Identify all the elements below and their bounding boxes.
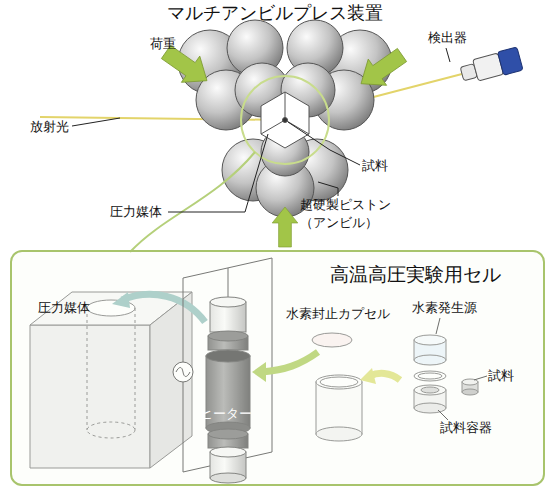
anvil-cluster xyxy=(178,20,392,217)
part-label: 水素発生源 xyxy=(412,300,477,316)
detector xyxy=(498,47,524,75)
leader-line xyxy=(446,48,450,62)
part-label: 超硬製ピストン （アンビル） xyxy=(300,196,410,232)
leader-line xyxy=(72,118,120,126)
part-label: 検出器 xyxy=(428,30,467,46)
part-label: 荷重 xyxy=(150,36,176,52)
leader-line xyxy=(72,48,450,212)
inset-panel: 高温高圧実験用セル xyxy=(10,250,545,486)
zoom-link xyxy=(130,152,255,252)
part-label: ヒーター xyxy=(200,406,252,422)
panel-heading: 高温高圧実験用セル xyxy=(330,262,501,286)
part-label: 試料 xyxy=(488,368,514,384)
part-label: 試料 xyxy=(362,158,388,174)
detector xyxy=(459,47,523,86)
pressure-medium-cube xyxy=(261,120,285,134)
load-arrow xyxy=(157,39,411,247)
leader-line xyxy=(168,134,268,212)
part-label: 圧力媒体 xyxy=(38,300,90,316)
zoom-circle xyxy=(241,76,329,164)
pressure-medium-cube xyxy=(261,92,309,148)
leader-line xyxy=(318,182,338,196)
leader-line xyxy=(288,122,360,165)
diagram-title: マルチアンビルプレス装置 xyxy=(0,2,550,24)
part-label: 圧力媒体 xyxy=(110,204,162,220)
load-arrow xyxy=(352,42,411,97)
part-label: 試料容器 xyxy=(440,420,492,436)
pressure-medium-cube xyxy=(283,118,288,123)
part-label: 放射光 xyxy=(30,119,69,135)
pressure-medium-cube xyxy=(261,92,309,148)
part-label: 水素封止カプセル xyxy=(286,306,390,322)
pressure-medium-cube xyxy=(285,92,286,120)
load-arrow xyxy=(272,207,298,247)
